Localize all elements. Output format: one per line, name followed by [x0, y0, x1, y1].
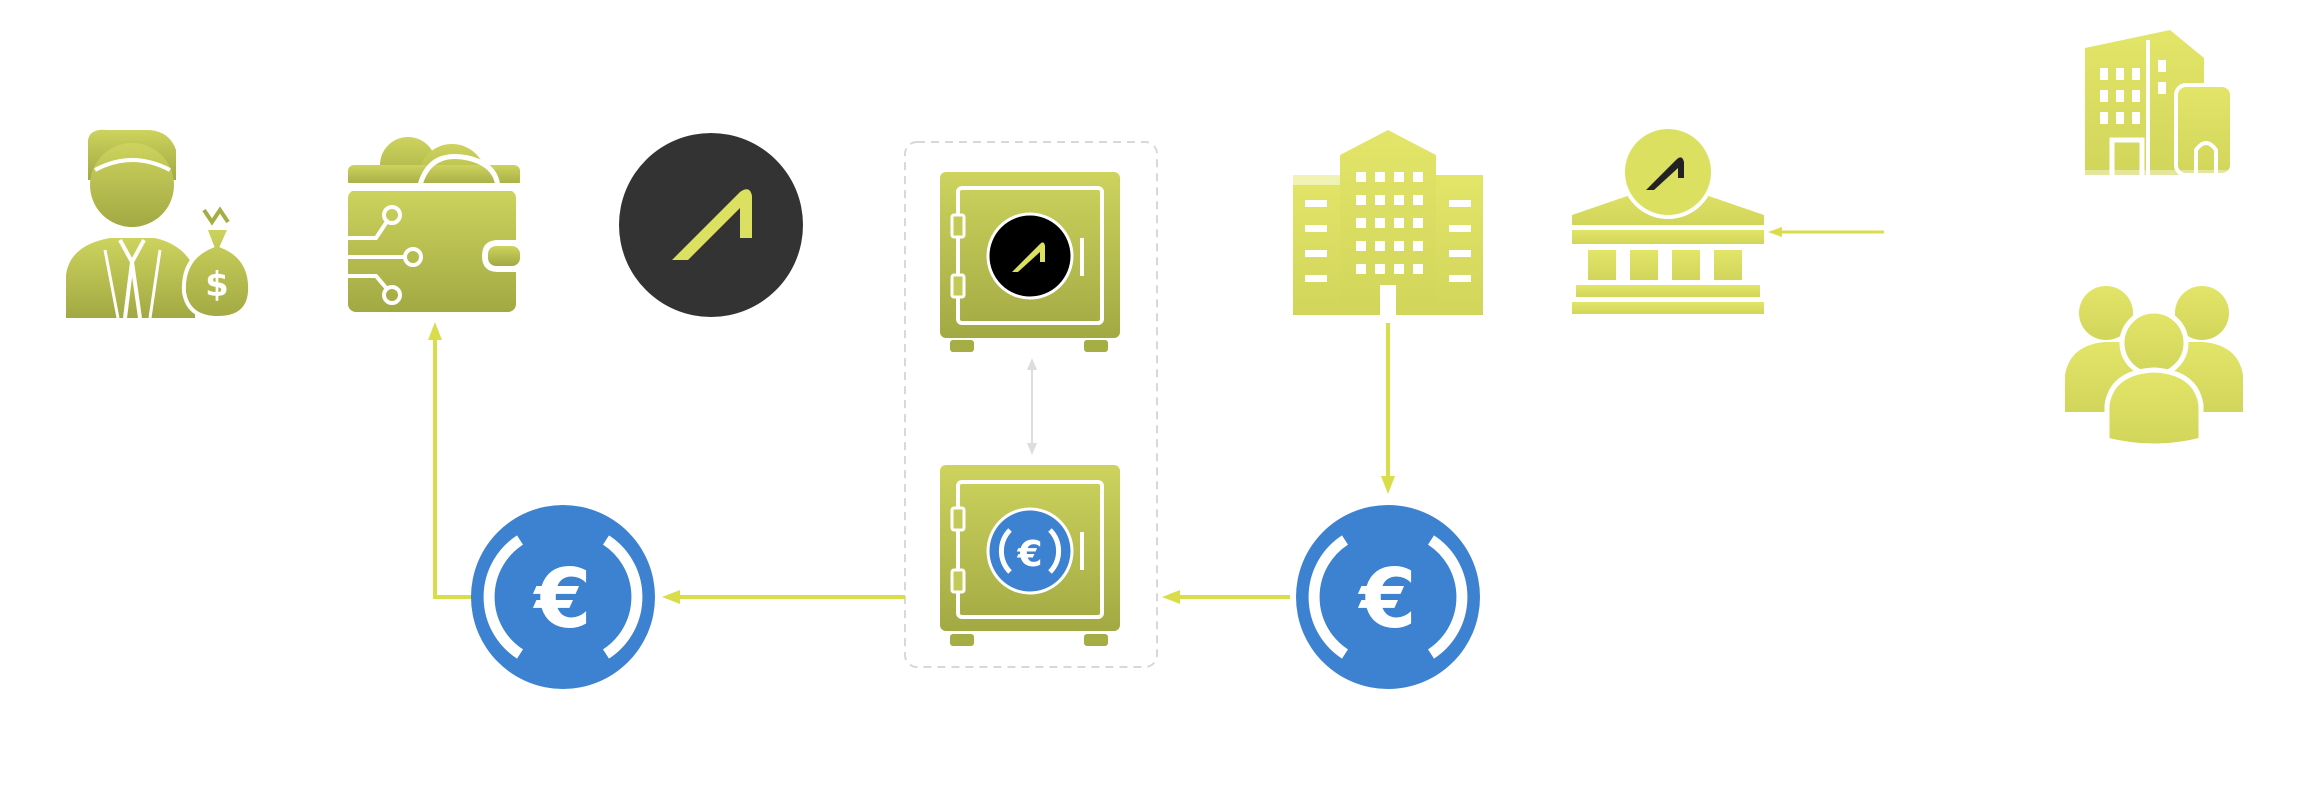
- corporate-building-icon: [2080, 30, 2238, 177]
- vault-link: [1027, 358, 1037, 455]
- platform-logo-icon: [619, 133, 803, 317]
- bank-with-platform-logo-icon: [1572, 125, 1764, 314]
- svg-text:€: €: [1357, 552, 1416, 647]
- vault-with-euro-coin-icon: €: [940, 465, 1120, 646]
- svg-text:$: $: [205, 265, 229, 305]
- connectors: [428, 227, 1884, 604]
- arrow-coin-to-wallet-head: [428, 322, 442, 340]
- arrow-vault-to-left-coin-head: [662, 590, 680, 604]
- investor-with-money-bag-icon: $: [66, 129, 253, 321]
- user-group-icon: [2065, 286, 2243, 449]
- arrow-to-bank-head: [1768, 227, 1782, 237]
- euro-stablecoin-icon: €: [471, 505, 655, 689]
- vault-group-box: [904, 141, 1158, 668]
- vault-with-platform-token-icon: [940, 172, 1120, 352]
- arrow-office-to-right-coin-head: [1381, 476, 1395, 494]
- svg-text:€: €: [532, 552, 591, 647]
- svg-text:€: €: [1016, 534, 1042, 575]
- digital-wallet-icon: [348, 137, 520, 312]
- euro-stablecoin-icon: €: [1296, 505, 1480, 689]
- arrow-right-coin-to-vault-head: [1162, 590, 1180, 604]
- office-building-icon: [1293, 130, 1483, 315]
- arrow-coin-to-wallet: [433, 333, 474, 599]
